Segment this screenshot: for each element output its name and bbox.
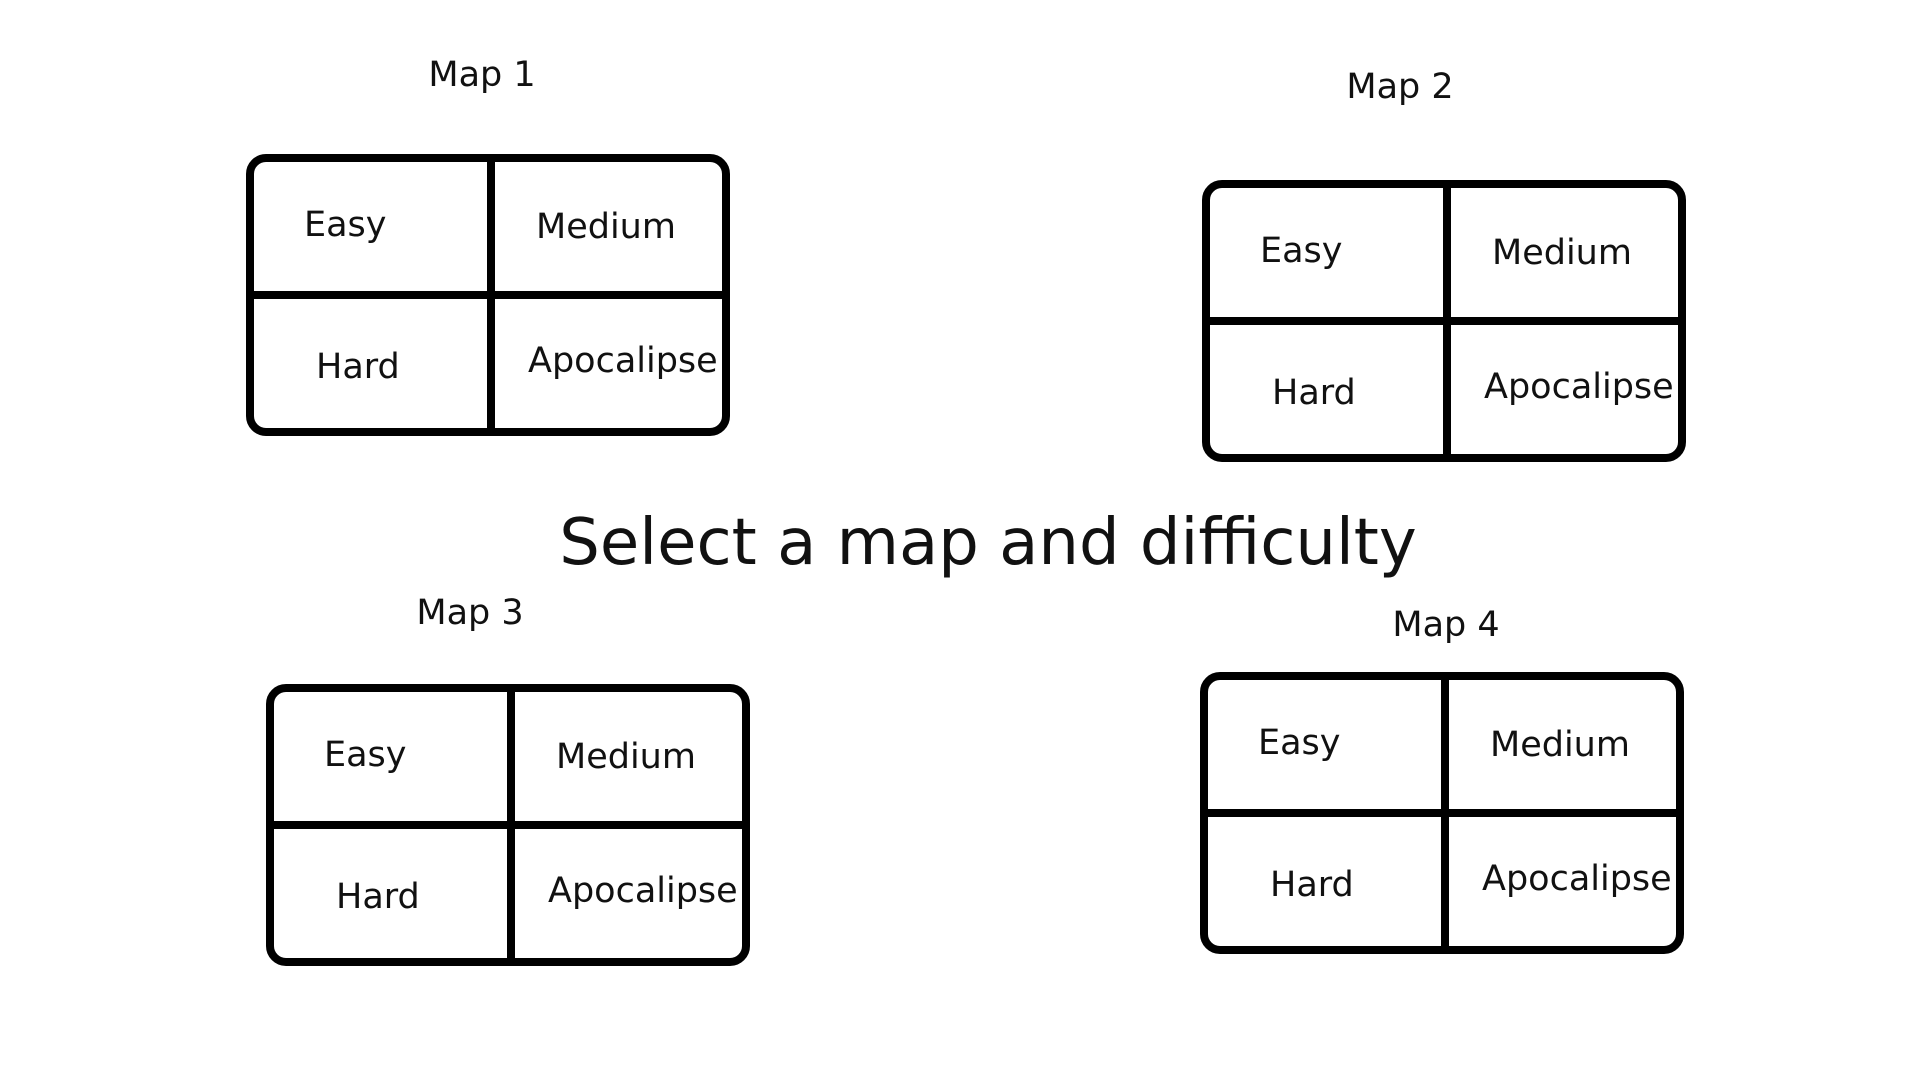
map-3-horizontal-divider	[272, 821, 744, 829]
map-3-hard-button[interactable]: Hard	[336, 877, 420, 917]
map-4-apocalypse-button[interactable]: Apocalipse	[1482, 859, 1672, 899]
map-2-horizontal-divider	[1208, 317, 1680, 325]
map-4-hard-button[interactable]: Hard	[1270, 865, 1354, 905]
map-1-medium-button[interactable]: Medium	[536, 207, 676, 247]
map-1-horizontal-divider	[252, 291, 724, 299]
map-3-difficulty-grid: Easy Medium Hard Apocalipse	[266, 684, 750, 966]
map-4-label: Map 4	[1392, 605, 1500, 645]
map-2-apocalypse-button[interactable]: Apocalipse	[1484, 367, 1674, 407]
map-2-hard-button[interactable]: Hard	[1272, 373, 1356, 413]
map-2-medium-button[interactable]: Medium	[1492, 233, 1632, 273]
map-3-label: Map 3	[416, 593, 524, 633]
map-2-difficulty-grid: Easy Medium Hard Apocalipse	[1202, 180, 1686, 462]
page-title: Select a map and difficulty	[559, 506, 1417, 580]
map-4-horizontal-divider	[1206, 809, 1678, 817]
map-1-apocalypse-button[interactable]: Apocalipse	[528, 341, 718, 381]
map-1-difficulty-grid: Easy Medium Hard Apocalipse	[246, 154, 730, 436]
map-2-label: Map 2	[1346, 67, 1454, 107]
map-3-apocalypse-button[interactable]: Apocalipse	[548, 871, 738, 911]
map-1-easy-button[interactable]: Easy	[304, 205, 387, 245]
map-4-difficulty-grid: Easy Medium Hard Apocalipse	[1200, 672, 1684, 954]
map-1-hard-button[interactable]: Hard	[316, 347, 400, 387]
map-4-easy-button[interactable]: Easy	[1258, 723, 1341, 763]
map-2-easy-button[interactable]: Easy	[1260, 231, 1343, 271]
map-1-label: Map 1	[428, 55, 536, 95]
map-3-easy-button[interactable]: Easy	[324, 735, 407, 775]
map-3-medium-button[interactable]: Medium	[556, 737, 696, 777]
map-4-medium-button[interactable]: Medium	[1490, 725, 1630, 765]
